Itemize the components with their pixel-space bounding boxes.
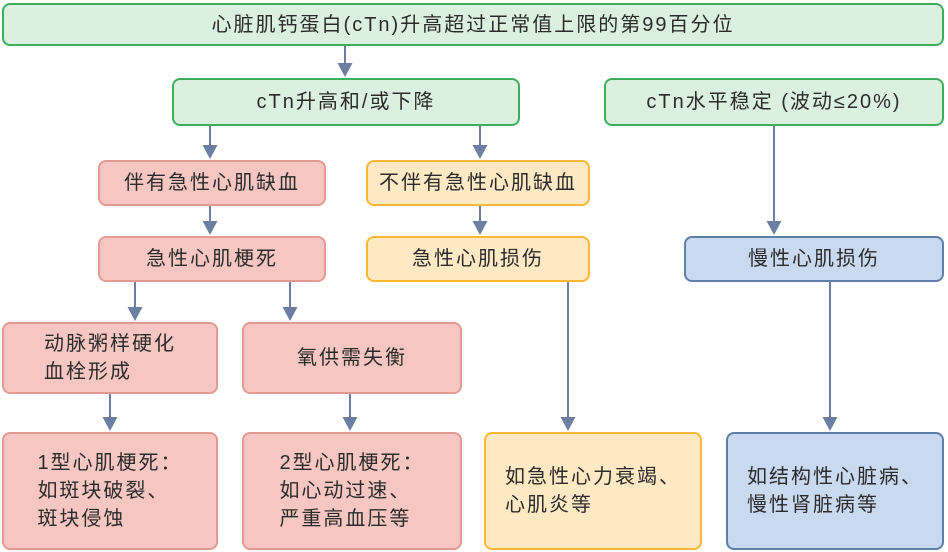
node-acute-mi: 急性心肌梗死 [98, 236, 326, 282]
arrow-rising-to-without-ischemia [472, 126, 488, 159]
node-without-acute-ischemia: 不伴有急性心肌缺血 [366, 160, 590, 206]
node-type1-mi-line-3: 斑块侵蚀 [37, 508, 126, 530]
node-acute-myocardial-injury-label: 急性心肌损伤 [412, 248, 544, 270]
arrow-rising-to-with-ischemia [202, 126, 218, 159]
node-acute-injury-examples: 如急性心力衰竭、 心肌炎等 [484, 432, 702, 550]
arrow-stable-to-chronic-injury [766, 126, 782, 235]
arrow-with-ischemia-to-acute-mi [202, 206, 218, 235]
node-type1-mi: 1型心肌梗死： 如斑块破裂、 斑块侵蚀 [2, 432, 218, 550]
node-atherothrombosis: 动脉粥样硬化 血栓形成 [2, 322, 218, 394]
node-supply-demand-imbalance-label: 氧供需失衡 [297, 347, 407, 369]
root-node-label: 心脏肌钙蛋白(cTn)升高超过正常值上限的第99百分位 [211, 13, 735, 36]
node-with-acute-ischemia: 伴有急性心肌缺血 [98, 160, 326, 206]
arrow-root-to-rising [337, 46, 353, 77]
node-type2-mi: 2型心肌梗死： 如心动过速、 严重高血压等 [242, 432, 462, 550]
node-supply-demand-imbalance: 氧供需失衡 [242, 322, 462, 394]
arrow-chronic-injury-to-examples [822, 282, 838, 431]
node-chronic-injury-examples-line-2: 慢性肾脏病等 [747, 494, 879, 516]
arrow-atherothrombosis-to-type1 [102, 394, 118, 431]
node-without-acute-ischemia-label: 不伴有急性心肌缺血 [379, 172, 577, 194]
node-type2-mi-line-1: 2型心肌梗死： [279, 452, 425, 474]
node-troponin-stable: cTn水平稳定 (波动≤20%) [604, 78, 944, 126]
node-troponin-stable-label: cTn水平稳定 (波动≤20%) [646, 91, 902, 113]
node-chronic-myocardial-injury-label: 慢性心肌损伤 [748, 248, 880, 270]
node-chronic-injury-examples: 如结构性心脏病、 慢性肾脏病等 [726, 432, 944, 550]
node-troponin-rising-falling: cTn升高和/或下降 [172, 78, 520, 126]
arrow-acute-mi-to-supply-demand [282, 282, 298, 321]
node-type2-mi-line-3: 严重高血压等 [279, 508, 412, 530]
arrow-supply-demand-to-type2 [342, 394, 358, 431]
node-type2-mi-line-2: 如心动过速、 [279, 480, 412, 502]
node-with-acute-ischemia-label: 伴有急性心肌缺血 [124, 172, 300, 194]
node-atherothrombosis-line-1: 动脉粥样硬化 [44, 333, 176, 355]
node-type1-mi-line-2: 如斑块破裂、 [37, 480, 170, 502]
node-chronic-myocardial-injury: 慢性心肌损伤 [684, 236, 944, 282]
node-troponin-rising-falling-label: cTn升高和/或下降 [256, 91, 436, 113]
arrow-acute-mi-to-atherothrombosis [127, 282, 143, 321]
node-acute-injury-examples-line-2: 心肌炎等 [505, 494, 593, 516]
arrow-without-ischemia-to-acute-injury [472, 206, 488, 235]
node-acute-injury-examples-line-1: 如急性心力衰竭、 [505, 466, 681, 488]
node-acute-myocardial-injury: 急性心肌损伤 [366, 236, 590, 282]
root-node-troponin-elevated: 心脏肌钙蛋白(cTn)升高超过正常值上限的第99百分位 [2, 3, 944, 46]
node-chronic-injury-examples-line-1: 如结构性心脏病、 [747, 466, 923, 488]
node-acute-mi-label: 急性心肌梗死 [146, 248, 278, 270]
node-atherothrombosis-line-2: 血栓形成 [44, 361, 132, 383]
arrow-acute-injury-to-examples [560, 282, 576, 431]
node-type1-mi-line-1: 1型心肌梗死： [37, 452, 183, 474]
